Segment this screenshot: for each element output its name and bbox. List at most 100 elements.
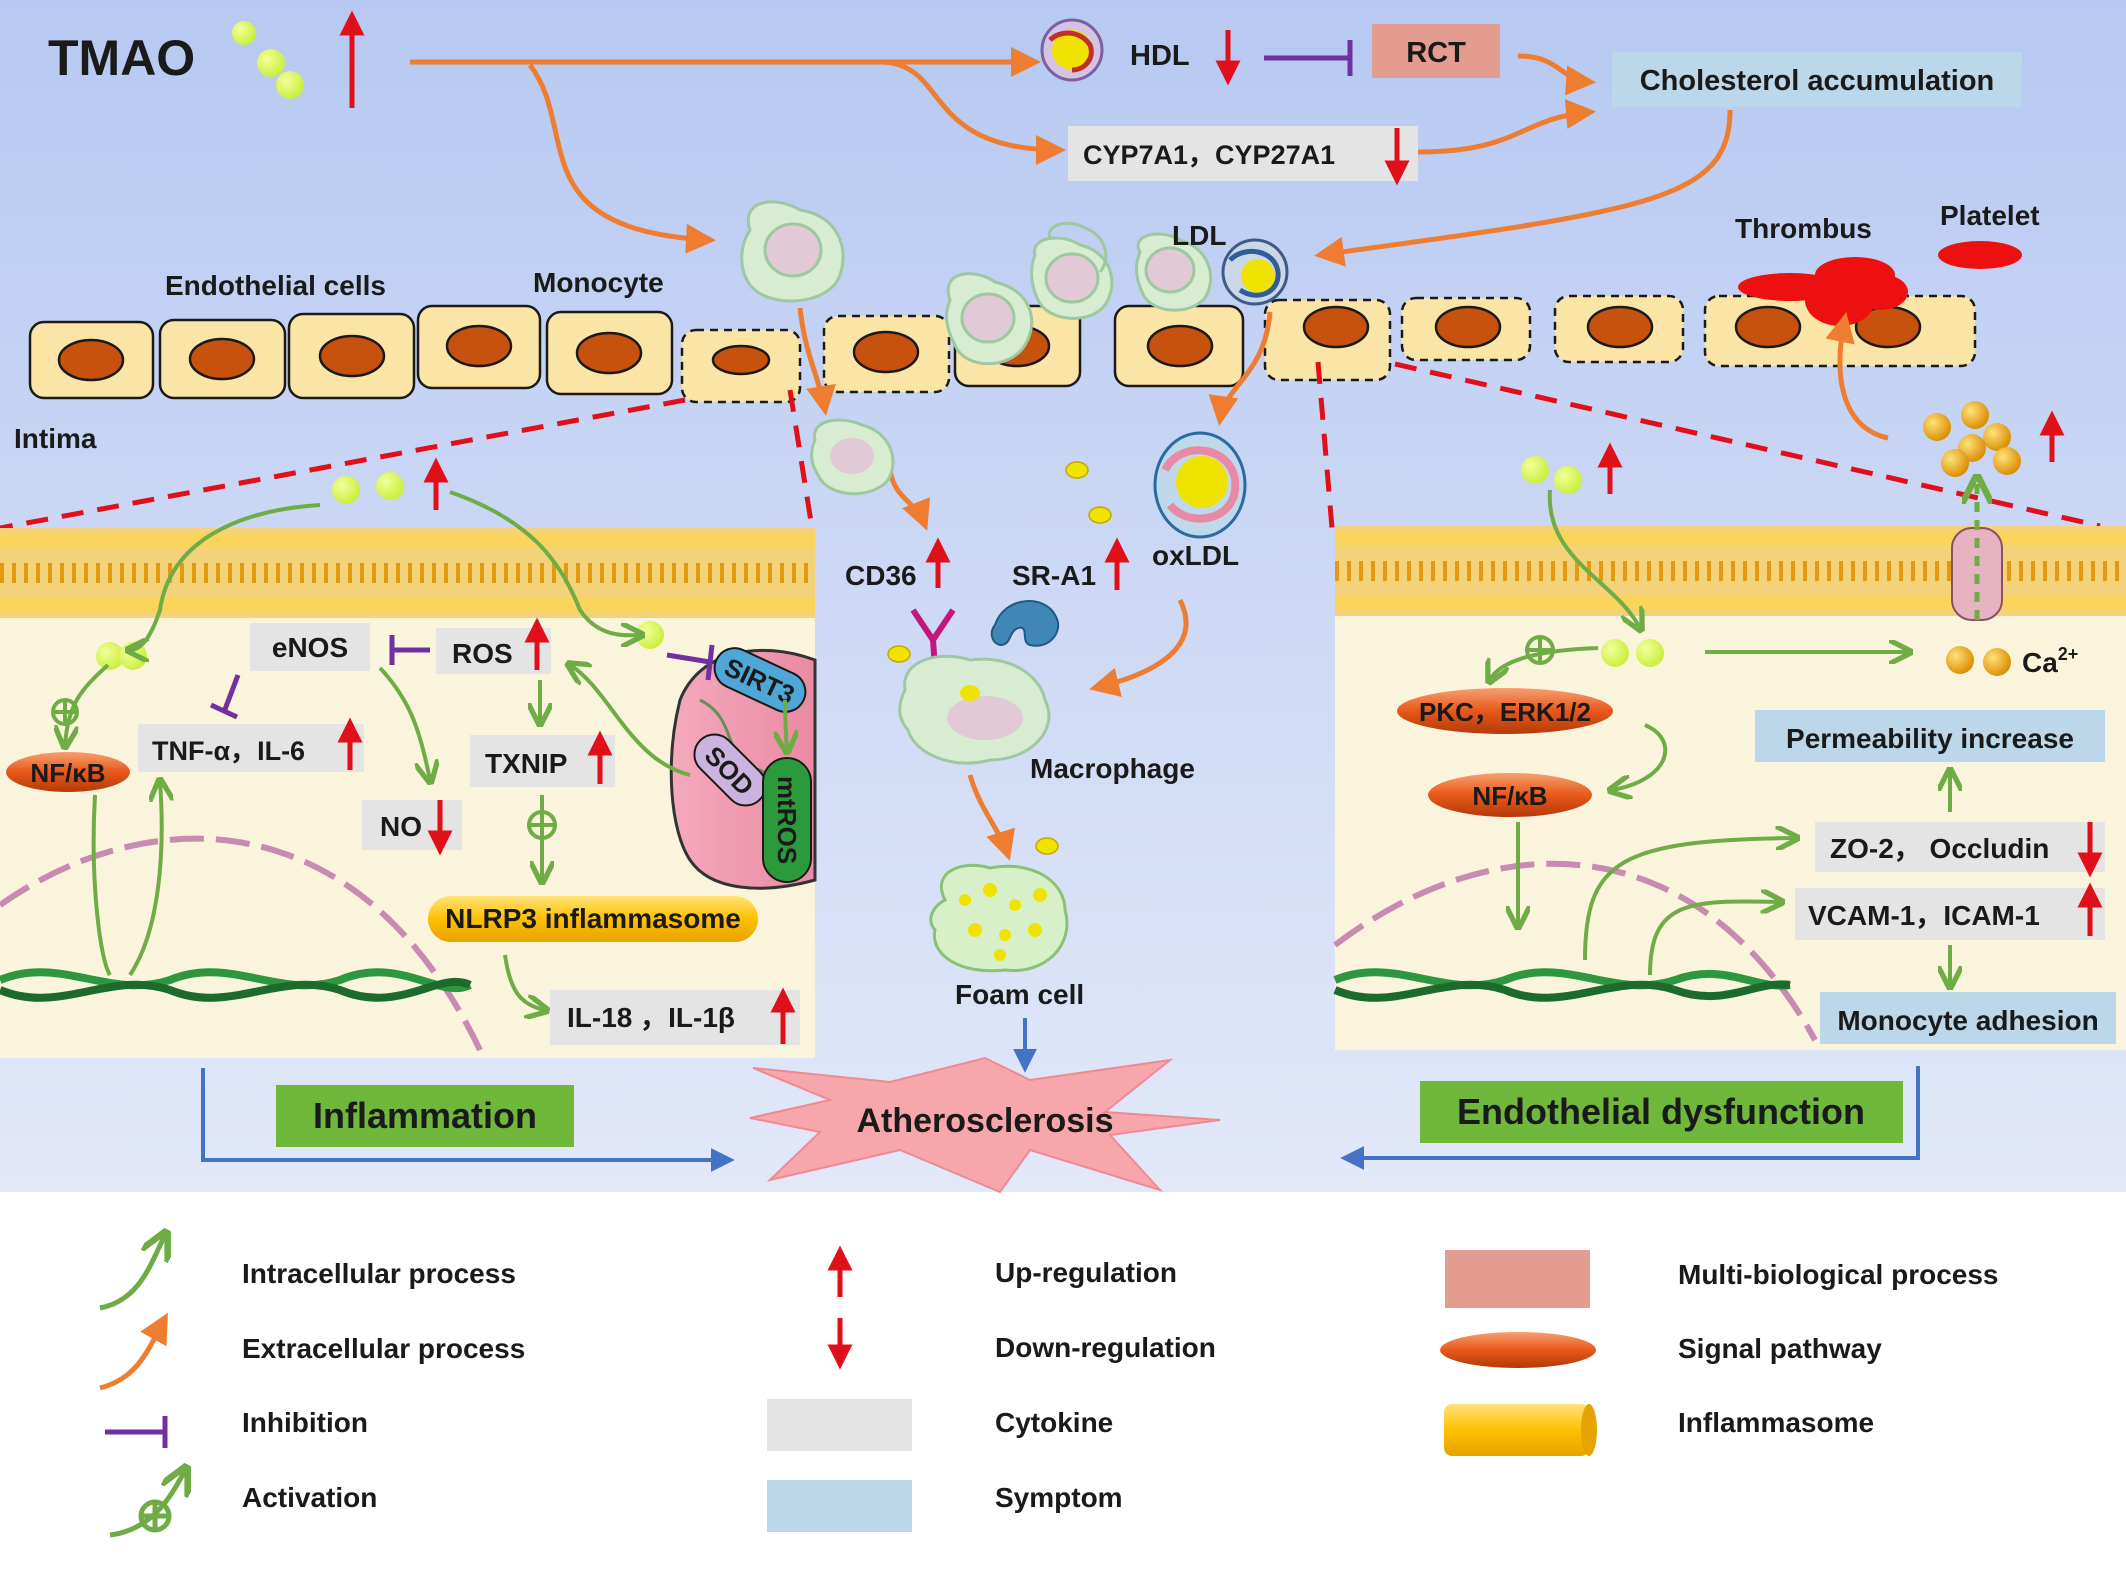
arrow-tmao-to-mito xyxy=(449,490,640,635)
permeability-box xyxy=(1755,710,2105,762)
calcium-ions xyxy=(1923,401,2021,676)
left-nfkb-activation xyxy=(51,663,110,745)
sra1-receptor xyxy=(990,600,1060,647)
legend-symptom-swatch xyxy=(767,1480,912,1532)
ldl-particle xyxy=(1221,238,1289,306)
magnification-lines xyxy=(0,361,2101,531)
right-nfkb-oval xyxy=(1428,773,1592,817)
left-nfkb-label: NF/κB xyxy=(30,758,105,788)
inflammation-to-athero xyxy=(201,1068,735,1172)
arrow-tmao-cyp xyxy=(879,59,1066,165)
legend-multi-swatch xyxy=(1445,1250,1590,1308)
endothelial-title: Endothelial dysfunction xyxy=(1457,1091,1865,1132)
ca-label: Ca2+ xyxy=(2022,644,2078,678)
enos-box xyxy=(250,623,370,671)
legend-activation-label: Activation xyxy=(242,1482,377,1513)
ldl-label: LDL xyxy=(1172,220,1226,251)
tmao-pkc-activation xyxy=(1490,635,1599,680)
hdl-rct-inhibition xyxy=(1264,40,1353,76)
platelet-label: Platelet xyxy=(1940,200,2040,231)
legend-down-label: Down-regulation xyxy=(995,1332,1216,1363)
mtros-capsule: mtROS xyxy=(762,757,812,883)
atherosclerosis-star xyxy=(749,1056,1221,1194)
il-label: IL-18 ，IL-1β xyxy=(567,1002,735,1033)
arrow-oxldl-macrophage xyxy=(1089,598,1189,697)
inflammation-title-box xyxy=(276,1085,574,1147)
cd36-label: CD36 xyxy=(845,560,917,591)
monocyte-label: Monocyte xyxy=(533,267,664,298)
dna-to-vcam xyxy=(1648,901,1780,976)
arrow-to-cd36 xyxy=(887,469,930,531)
inflammation-title: Inflammation xyxy=(313,1095,537,1136)
legend-symptom-label: Symptom xyxy=(995,1482,1123,1513)
vcam-label: VCAM-1，ICAM-1 xyxy=(1808,900,2040,931)
macrophage-cell xyxy=(898,654,1051,765)
pkc-label: PKC，ERK1/2 xyxy=(1419,697,1591,727)
arrow-cholesterol-ldl xyxy=(1314,109,1733,267)
nfkb-to-dna xyxy=(91,794,112,977)
endothelial-title-box xyxy=(1420,1081,1903,1143)
legend-cytokine-swatch xyxy=(767,1399,912,1451)
il-box xyxy=(550,990,800,1045)
legend-intracellular-label: Intracellular process xyxy=(242,1258,516,1289)
foam-cell xyxy=(929,863,1069,973)
legend-background xyxy=(0,1192,2126,1569)
macrophage-label: Macrophage xyxy=(1030,753,1195,784)
tnf-box xyxy=(138,724,364,772)
zo2-label: ZO-2， Occludin xyxy=(1830,833,2049,864)
oxldl-small-dots xyxy=(887,461,1112,855)
hdl-label: HDL xyxy=(1130,40,1190,72)
adhesion-box xyxy=(1820,992,2116,1044)
thrombus-label: Thrombus xyxy=(1735,213,1872,244)
legend-extracellular-label: Extracellular process xyxy=(242,1333,525,1364)
oxldl-particle xyxy=(1153,431,1247,539)
legend-inhibition-icon xyxy=(105,1416,168,1448)
legend-inflammasome-swatch xyxy=(1444,1404,1597,1456)
legend-signal-swatch xyxy=(1440,1332,1596,1368)
rct-box xyxy=(1372,24,1500,78)
arrow-monocyte-migration xyxy=(797,307,836,416)
arrow-tmao-into-endo xyxy=(1547,489,1640,628)
endothelial-cells-label: Endothelial cells xyxy=(165,270,386,301)
right-tmao-molecules xyxy=(1521,456,1664,667)
enos-to-no xyxy=(378,666,430,780)
legend-cytokine-label: Cytokine xyxy=(995,1407,1113,1438)
hdl-particle xyxy=(1040,18,1104,82)
zo2-box xyxy=(1815,822,2105,872)
legend-inflammasome-label: Inflammasome xyxy=(1678,1407,1874,1438)
monocyte-cells xyxy=(740,200,1213,366)
tmao-label: TMAO xyxy=(48,30,195,86)
sod-to-ros xyxy=(570,665,691,777)
tmao-sirt3-inhibition xyxy=(666,644,715,681)
adhesion-label: Monocyte adhesion xyxy=(1837,1005,2098,1036)
legend-signal-label: Signal pathway xyxy=(1678,1333,1882,1364)
calcium-channel xyxy=(1951,480,2003,621)
cyp-label: CYP7A1，CYP27A1 xyxy=(1083,140,1335,170)
txnip-label: TXNIP xyxy=(485,748,567,779)
cholesterol-label: Cholesterol accumulation xyxy=(1640,65,1995,97)
intima-label: Intima xyxy=(14,423,97,454)
arrow-cyp-cholesterol xyxy=(1417,99,1596,155)
tnf-label: TNF-α，IL-6 xyxy=(152,736,305,766)
arrow-ldl-oxldl xyxy=(1208,311,1273,426)
nlrp3-label: NLRP3 inflammasome xyxy=(445,903,741,934)
arrow-rct-cholesterol xyxy=(1517,53,1596,96)
ros-enos-inhibition xyxy=(389,635,430,665)
permeability-label: Permeability increase xyxy=(1786,723,2074,754)
legend-inhibition-label: Inhibition xyxy=(242,1407,368,1438)
migrating-monocyte xyxy=(810,418,895,496)
ros-label: ROS xyxy=(452,638,513,669)
arrow-macrophage-foamcell xyxy=(967,774,1015,861)
enos-label: eNOS xyxy=(272,632,348,663)
nlrp3-pill xyxy=(428,896,758,942)
vcam-box xyxy=(1795,888,2105,940)
endothelial-to-athero xyxy=(1340,1066,1920,1170)
legend-multi-label: Multi-biological process xyxy=(1678,1259,1998,1290)
arrow-tmao-monocyte xyxy=(528,63,716,254)
oxldl-label: oxLDL xyxy=(1152,540,1239,571)
arrow-tmao-into-cell xyxy=(130,503,321,650)
right-nfkb-label: NF/κB xyxy=(1472,781,1547,811)
cyp-box xyxy=(1068,126,1418,181)
